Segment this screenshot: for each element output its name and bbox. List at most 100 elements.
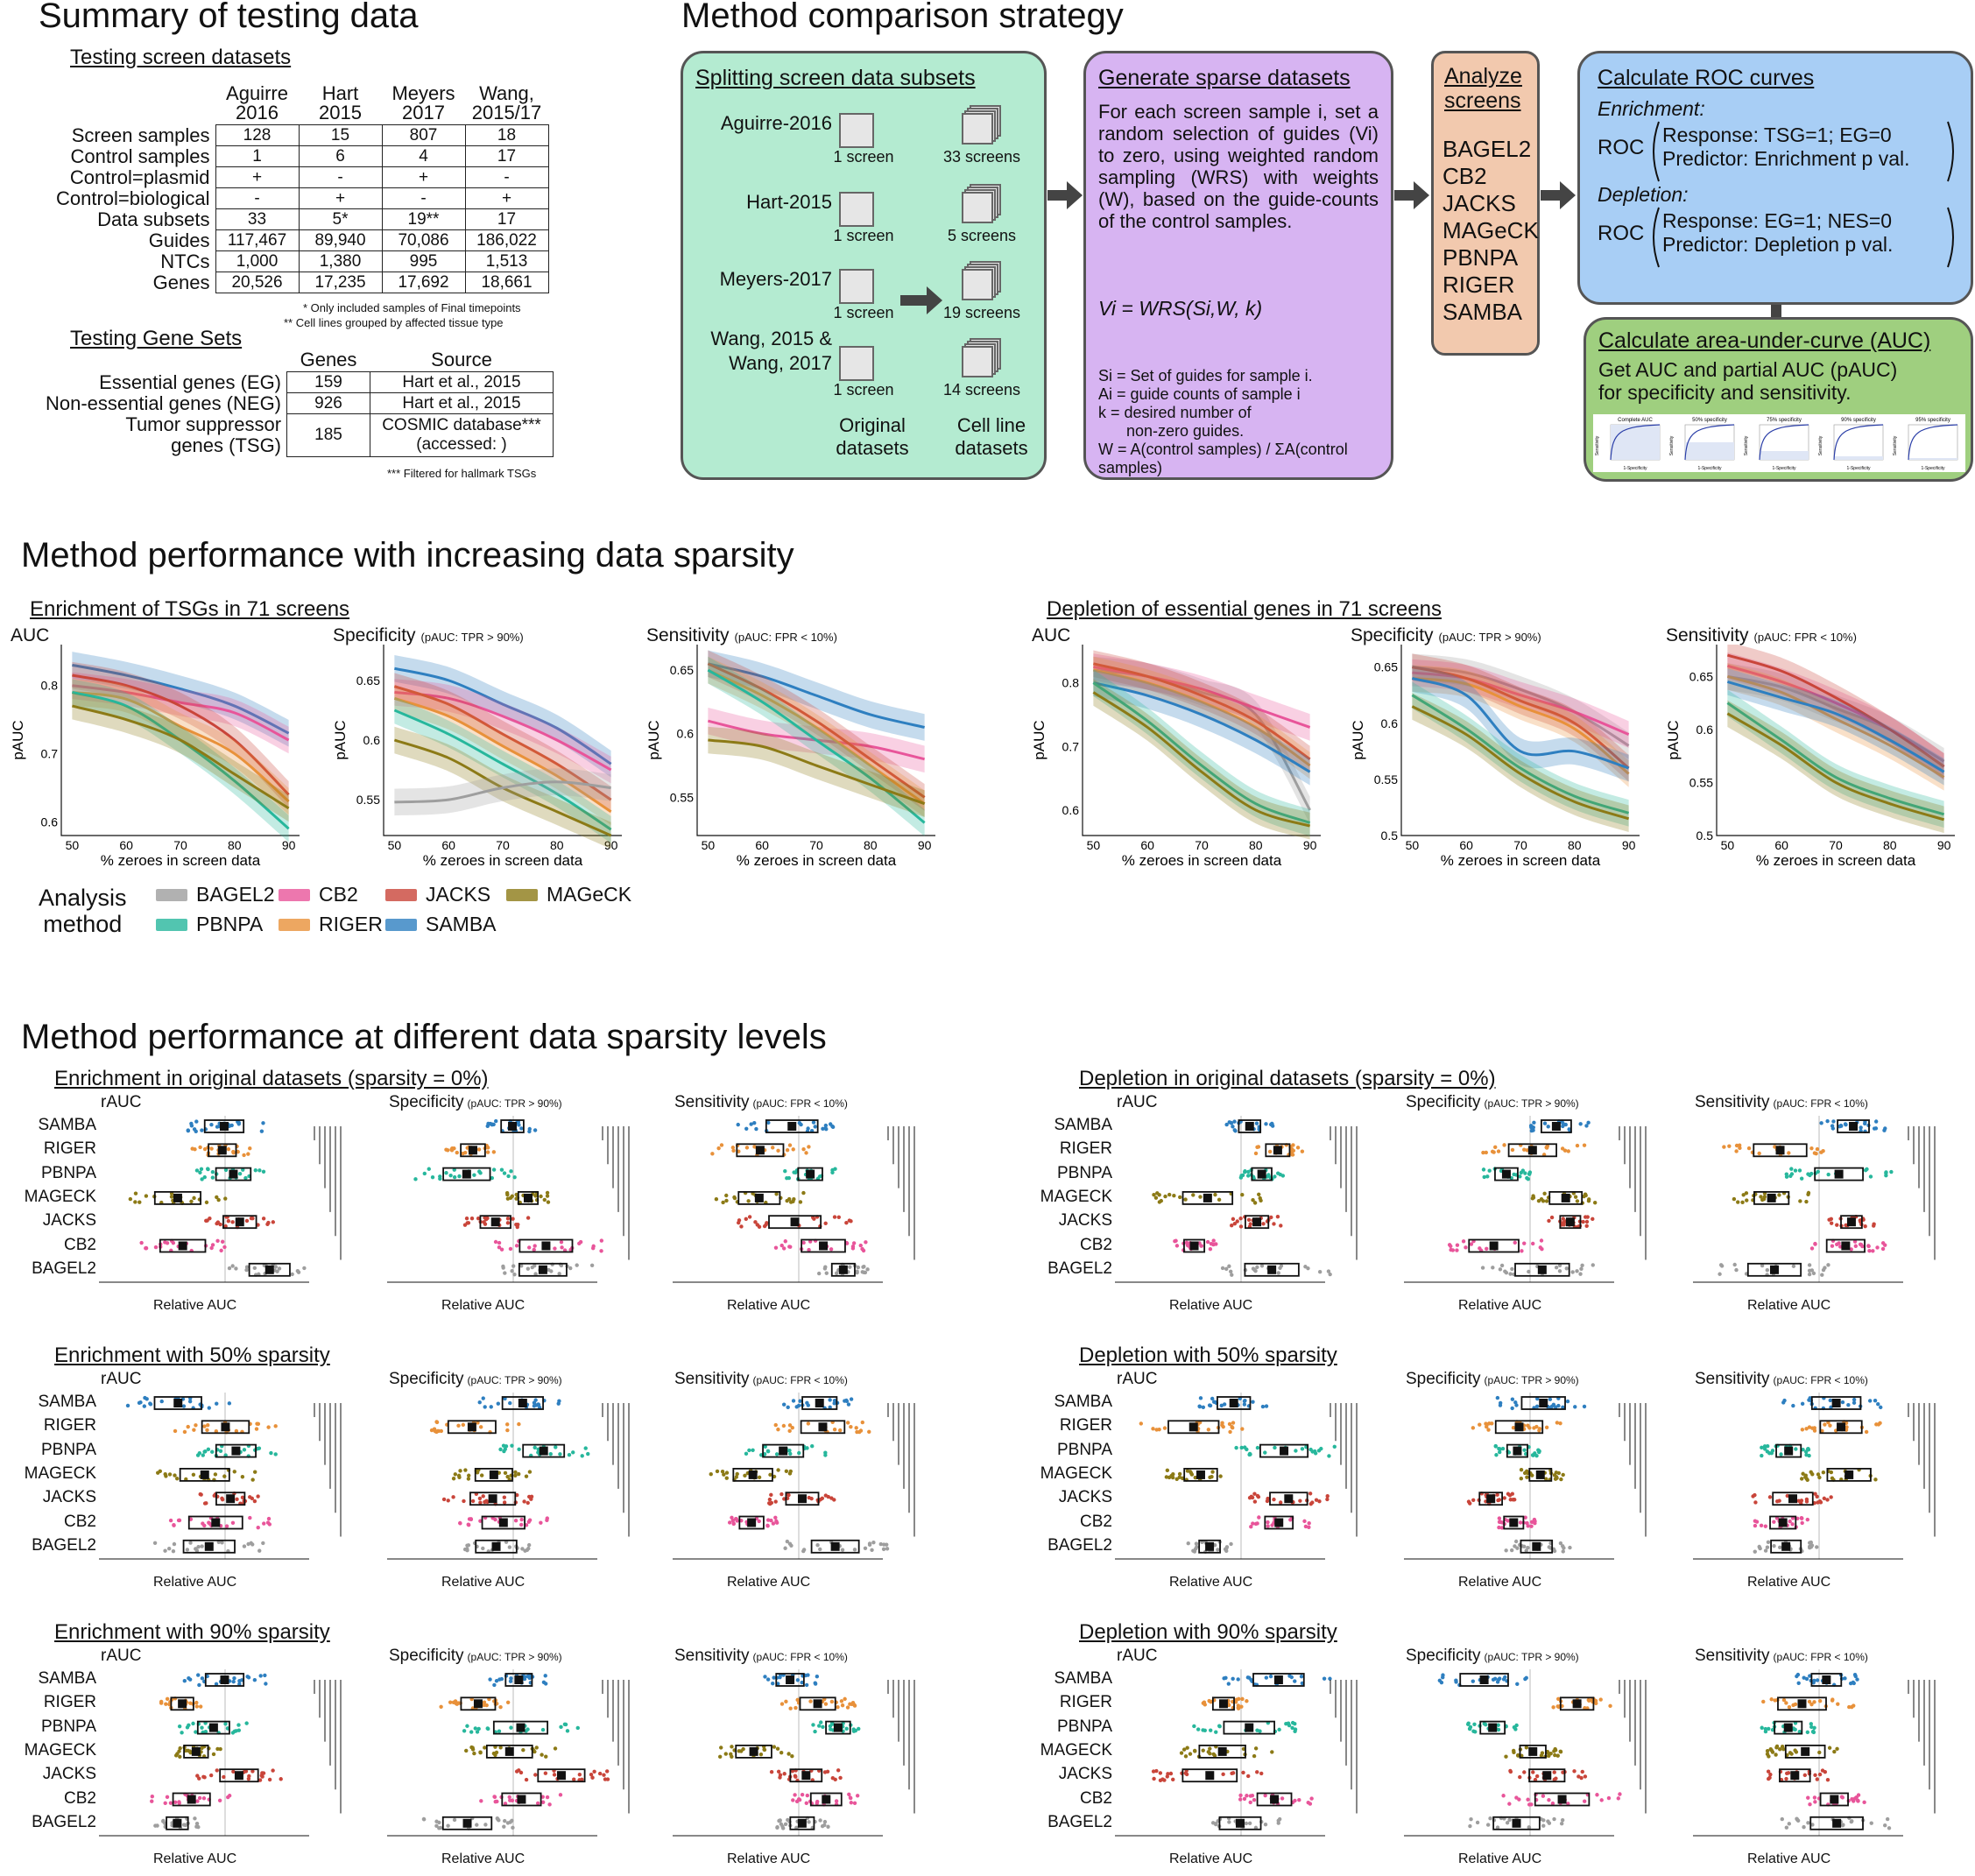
box-point (223, 1722, 228, 1726)
box-point (1492, 1676, 1498, 1681)
box-point (1872, 1224, 1876, 1228)
box-point (498, 1704, 503, 1710)
mini-roc-area (1685, 442, 1734, 460)
box-point (202, 1501, 208, 1506)
box-point (1759, 1195, 1763, 1199)
box-point (252, 1499, 257, 1504)
box-point (1518, 1520, 1523, 1525)
box-median (173, 1193, 182, 1202)
box-point (253, 1168, 257, 1173)
box-point (446, 1148, 450, 1153)
box-point (247, 1774, 251, 1779)
box-point (217, 1798, 222, 1803)
box-iqr (738, 1515, 765, 1530)
col-hart-year: 2015 (319, 102, 362, 123)
levels-title: Method performance at different data spa… (21, 1018, 827, 1056)
box-point (215, 1746, 220, 1752)
box-point (1228, 1429, 1232, 1435)
box-point (520, 1547, 525, 1551)
box-point (1531, 1770, 1535, 1774)
box-point (1775, 1499, 1780, 1504)
box-median (1273, 1146, 1282, 1155)
box-point (1548, 1397, 1553, 1401)
line-chart-title-text: Sensitivity (1666, 625, 1749, 645)
box-xlabel: Relative AUC (1169, 1575, 1253, 1590)
box-median (516, 1723, 525, 1732)
dataset-name-block: Aguirre-2016 (683, 111, 832, 136)
box-point (851, 1241, 857, 1245)
box-point (472, 1751, 476, 1756)
box-point (1552, 1816, 1556, 1822)
box-point (1248, 1800, 1252, 1805)
box-point (839, 1699, 844, 1703)
box-iqr (153, 1191, 201, 1205)
box-point (1157, 1427, 1161, 1432)
method-label: BAGEL2 (1047, 1259, 1112, 1278)
box-point (867, 1542, 872, 1548)
box-point (1441, 1675, 1445, 1680)
box-point (497, 1245, 502, 1250)
box-point (1171, 1471, 1175, 1477)
box-point (259, 1129, 265, 1133)
box-point (801, 1146, 806, 1152)
box-point (772, 1745, 777, 1749)
box-point (227, 1266, 232, 1271)
box-point (208, 1216, 212, 1221)
box-point (790, 1753, 794, 1759)
box-median (797, 1494, 807, 1504)
box-point (458, 1520, 462, 1526)
box-point (1769, 1697, 1774, 1702)
box-point (533, 1272, 538, 1276)
mini-roc-xlabel: 1-Specificity (1922, 466, 1945, 471)
line-chart-xlabel: % zeroes in screen data (1122, 852, 1282, 869)
dataset-cell: 117,467 (215, 229, 300, 251)
box-point (196, 1824, 201, 1830)
box-point (1235, 1219, 1239, 1224)
box-point (1873, 1399, 1878, 1403)
gs-source-tsg-1: COSMIC database*** (382, 416, 541, 434)
box-point (855, 1794, 860, 1798)
box-point (481, 1546, 485, 1551)
legend-item: PBNPA (156, 913, 263, 936)
box-point (1815, 1146, 1820, 1152)
box-point (1194, 1541, 1199, 1546)
box-point (865, 1267, 870, 1272)
box-median (1270, 1795, 1280, 1804)
dataset-row-label: Control=plasmid (69, 166, 210, 188)
box-point (1524, 1548, 1528, 1553)
box-point (1805, 1517, 1810, 1522)
box-iqr (1492, 1816, 1541, 1830)
x-tick-label: 80 (1883, 838, 1897, 852)
box-plot (1115, 1393, 1358, 1560)
box-point (1509, 1548, 1514, 1553)
box-point (178, 1754, 182, 1760)
box-point (754, 1126, 758, 1132)
box-point (1556, 1704, 1561, 1710)
box-panel-title: Sensitivity(pAUC: FPR < 10%) (1695, 1647, 1868, 1666)
box-panel-title: Specificity(pAUC: TPR > 90%) (389, 1370, 562, 1389)
box-point (508, 1400, 512, 1406)
box-median (517, 1795, 526, 1804)
box-point (533, 1128, 538, 1132)
legend-title-1: Analysis (39, 885, 127, 911)
box-point (1249, 1524, 1253, 1529)
box-median (462, 1169, 471, 1179)
box-point (201, 1796, 207, 1801)
box-point (1510, 1397, 1515, 1401)
box-point (499, 1676, 504, 1682)
box-point (257, 1168, 262, 1173)
box-point (1299, 1675, 1304, 1679)
box-point (592, 1769, 596, 1774)
box-point (1193, 1749, 1197, 1753)
box-point (1510, 1492, 1514, 1496)
box-point (1797, 1730, 1802, 1734)
mini-roc-title: 75% specificity (1767, 418, 1802, 423)
box-point (732, 1195, 737, 1201)
box-iqr (1519, 1745, 1547, 1759)
box-point (244, 1265, 250, 1269)
box-plot (1693, 1669, 1936, 1837)
dataset-row-label: Control samples (70, 145, 210, 167)
box-iqr (1223, 1720, 1275, 1735)
box-point (164, 1702, 168, 1706)
